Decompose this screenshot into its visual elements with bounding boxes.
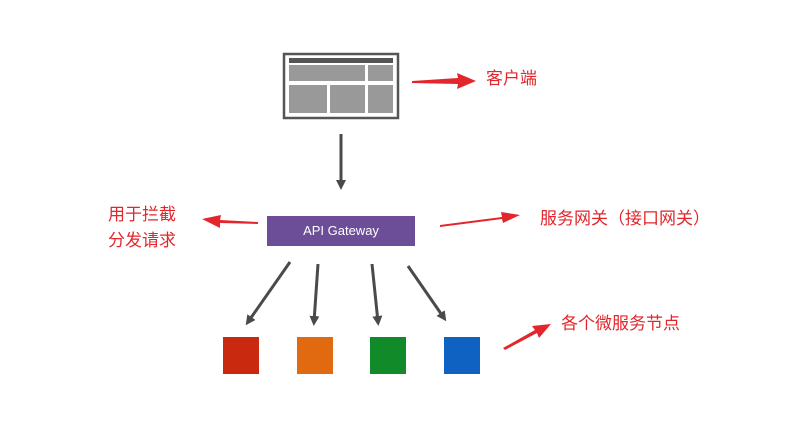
- intercept-label-line-1: 用于拦截: [108, 205, 176, 225]
- api-gateway-box: [267, 216, 415, 246]
- service-node-2: [297, 337, 333, 374]
- flow-arrow-service-3: [370, 263, 383, 326]
- gateway-description-label: 服务网关（接口网关）: [540, 209, 710, 229]
- client-window-icon: [282, 52, 400, 120]
- flow-arrow-service-1: [245, 261, 292, 326]
- flow-arrow-service-4: [406, 265, 447, 322]
- annotation-arrow-services: [503, 324, 551, 350]
- intercept-label-line-2: 分发请求: [108, 231, 176, 251]
- api-gateway-label: API Gateway: [303, 223, 379, 238]
- services-label: 各个微服务节点: [561, 314, 680, 334]
- client-label: 客户端: [486, 69, 537, 89]
- service-node-3: [370, 337, 406, 374]
- annotation-arrow-client: [412, 73, 476, 89]
- annotation-arrow-intercept: [202, 215, 258, 228]
- service-node-4: [444, 337, 480, 374]
- flow-arrow-service-2: [309, 263, 320, 326]
- annotation-arrow-gateway: [440, 212, 520, 227]
- service-node-1: [223, 337, 259, 374]
